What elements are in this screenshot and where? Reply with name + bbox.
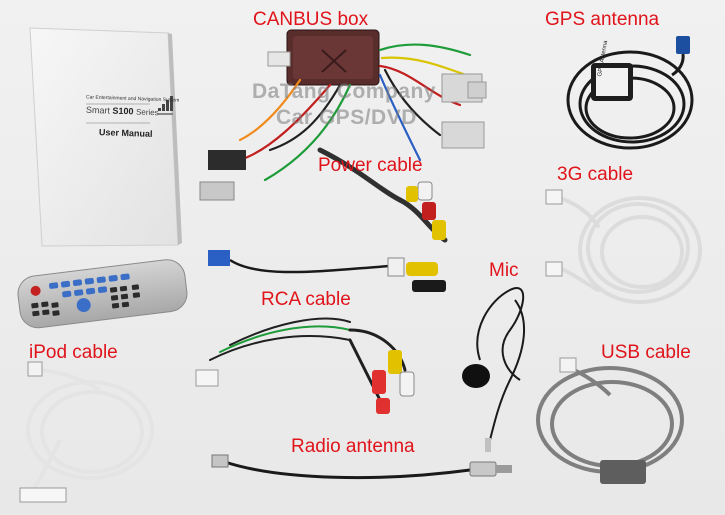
label-mic: Mic [489,260,519,281]
remote-control [17,259,188,329]
canbus-box [267,29,380,86]
radio-harness [209,317,407,402]
label-ipod-cable: iPod cable [29,342,118,363]
usb-cable-connectors [559,357,646,484]
ipod-cable [26,368,154,497]
gps-antenna [566,36,694,150]
radio-antenna [211,454,512,480]
power-cable-connectors [199,73,487,240]
microphone [462,287,526,452]
user-manual [29,27,182,247]
manual-model: S100 [112,105,134,117]
3g-cable-connectors [545,189,563,277]
manual-brand-name: Smart [85,104,111,116]
watermark-line-1: DaTang Company [252,80,436,103]
label-power-cable: Power cable [318,155,423,176]
3g-cable [558,196,702,304]
label-usb-cable: USB cable [601,342,691,363]
label-gps-antenna: GPS antenna [545,9,660,30]
manual-series: Series [135,107,159,118]
ipod-cable-connectors [19,361,67,503]
watermark-line-2: Car GPS/DVD [276,106,417,129]
label-radio-antenna: Radio antenna [291,436,415,457]
radio-harness-connectors [195,350,415,414]
label-rca-cable: RCA cable [261,289,351,310]
label-3g-cable: 3G cable [557,164,634,185]
manual-logo-icon [158,96,173,115]
rca-cable [208,250,446,292]
usb-cable [536,366,684,474]
power-cable-harness [238,43,482,243]
label-canbus-box: CANBUS box [253,9,369,30]
manual-title: User Manual [98,127,153,139]
